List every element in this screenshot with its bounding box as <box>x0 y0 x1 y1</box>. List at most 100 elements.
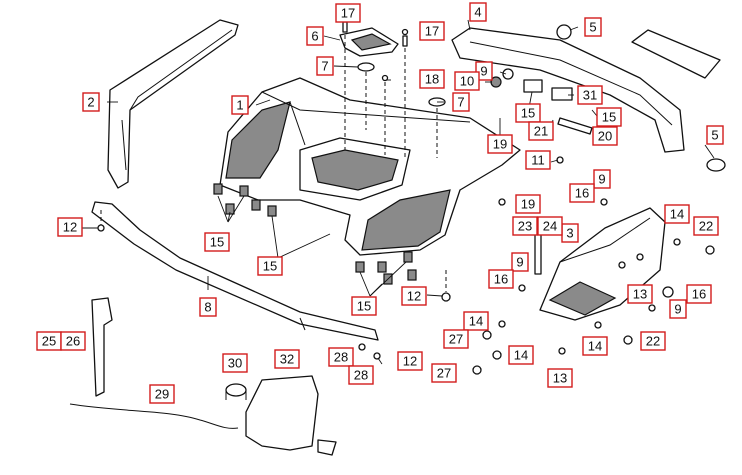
callout-label: 16 <box>569 183 595 203</box>
assembly-lines <box>100 35 447 292</box>
callout-label: 10 <box>454 71 480 91</box>
svg-text:5: 5 <box>711 128 718 143</box>
callout-label: 20 <box>592 126 618 146</box>
part-strap <box>91 297 113 397</box>
svg-text:6: 6 <box>311 29 318 44</box>
svg-text:7: 7 <box>457 95 464 110</box>
svg-text:7: 7 <box>321 59 328 74</box>
callout-label: 12 <box>401 286 427 306</box>
svg-text:14: 14 <box>514 348 528 363</box>
callout-label: 9 <box>669 299 687 319</box>
svg-text:11: 11 <box>531 153 545 168</box>
svg-text:30: 30 <box>228 356 242 371</box>
svg-text:22: 22 <box>646 334 660 349</box>
svg-text:27: 27 <box>449 332 463 347</box>
svg-text:14: 14 <box>588 339 602 354</box>
svg-text:12: 12 <box>63 220 77 235</box>
callout-label: 18 <box>419 69 445 89</box>
part-cable <box>69 403 239 429</box>
part-lower-panel <box>245 375 337 456</box>
svg-text:4: 4 <box>474 5 481 20</box>
callout-label: 1 <box>231 95 249 115</box>
callout-label: 30 <box>222 353 248 373</box>
svg-text:27: 27 <box>437 366 451 381</box>
svg-text:16: 16 <box>575 186 589 201</box>
callout-label: 19 <box>487 134 513 154</box>
svg-text:1: 1 <box>236 98 243 113</box>
callout-label: 28 <box>328 347 354 367</box>
callout-label: 7 <box>316 56 334 76</box>
callout-label: 13 <box>627 284 653 304</box>
svg-text:12: 12 <box>407 289 421 304</box>
callout-label: 9 <box>593 169 611 189</box>
svg-text:5: 5 <box>589 20 596 35</box>
svg-text:14: 14 <box>469 314 483 329</box>
callout-label: 27 <box>443 329 469 349</box>
svg-text:3: 3 <box>566 226 573 241</box>
svg-text:26: 26 <box>66 334 80 349</box>
callout-label: 9 <box>475 61 493 81</box>
callout-label: 29 <box>149 384 175 404</box>
leader-lines <box>81 19 715 365</box>
svg-text:22: 22 <box>699 219 713 234</box>
callout-label: 15 <box>515 103 541 123</box>
svg-text:16: 16 <box>494 272 508 287</box>
part-top-bracket <box>339 27 399 57</box>
svg-text:15: 15 <box>210 235 224 250</box>
svg-text:20: 20 <box>598 129 612 144</box>
svg-text:9: 9 <box>516 255 523 270</box>
svg-text:9: 9 <box>598 172 605 187</box>
part-foam-pad <box>631 29 721 79</box>
callout-label: 5 <box>584 17 602 37</box>
svg-text:15: 15 <box>602 110 616 125</box>
part-lower-frame-bar <box>91 201 379 341</box>
callout-label: 16 <box>686 284 712 304</box>
svg-text:19: 19 <box>493 137 507 152</box>
svg-text:28: 28 <box>354 368 368 383</box>
svg-text:13: 13 <box>553 371 567 386</box>
callout-label: 11 <box>525 150 551 170</box>
svg-text:8: 8 <box>204 300 211 315</box>
callout-label: 22 <box>640 331 666 351</box>
callout-label: 14 <box>463 311 489 331</box>
svg-text:9: 9 <box>480 64 487 79</box>
callout-label: 17 <box>419 21 445 41</box>
callout-label: 4 <box>469 2 487 22</box>
part-right-rail <box>451 27 685 153</box>
svg-text:17: 17 <box>341 6 355 21</box>
callout-label: 15 <box>204 232 230 252</box>
callout-label: 14 <box>582 336 608 356</box>
part-clamp <box>225 383 247 400</box>
callout-label: 19 <box>515 194 541 214</box>
callout-label: 9 <box>511 252 529 272</box>
callout-label: 14 <box>664 204 690 224</box>
svg-text:10: 10 <box>460 74 474 89</box>
callout-label: 7 <box>452 92 470 112</box>
svg-text:19: 19 <box>521 197 535 212</box>
callout-label: 23 <box>512 216 538 236</box>
callout-label: 15 <box>596 107 622 127</box>
callout-label: 15 <box>351 296 377 316</box>
callout-label: 13 <box>547 368 573 388</box>
svg-text:16: 16 <box>692 287 706 302</box>
callout-label: 32 <box>274 349 300 369</box>
callout-label: 2 <box>82 92 100 112</box>
callout-label: 12 <box>397 351 423 371</box>
svg-text:21: 21 <box>534 124 548 139</box>
callout-label: 16 <box>488 269 514 289</box>
svg-text:14: 14 <box>670 207 684 222</box>
callout-label: 25 <box>36 331 62 351</box>
callout-label: 15 <box>257 256 283 276</box>
callout-label: 5 <box>706 125 724 145</box>
svg-text:24: 24 <box>543 219 557 234</box>
callout-label: 24 <box>537 216 563 236</box>
svg-text:13: 13 <box>633 287 647 302</box>
svg-text:28: 28 <box>334 350 348 365</box>
svg-text:32: 32 <box>280 352 294 367</box>
svg-text:25: 25 <box>42 334 56 349</box>
svg-text:29: 29 <box>155 387 169 402</box>
svg-text:15: 15 <box>357 299 371 314</box>
svg-text:15: 15 <box>263 259 277 274</box>
svg-text:12: 12 <box>403 354 417 369</box>
